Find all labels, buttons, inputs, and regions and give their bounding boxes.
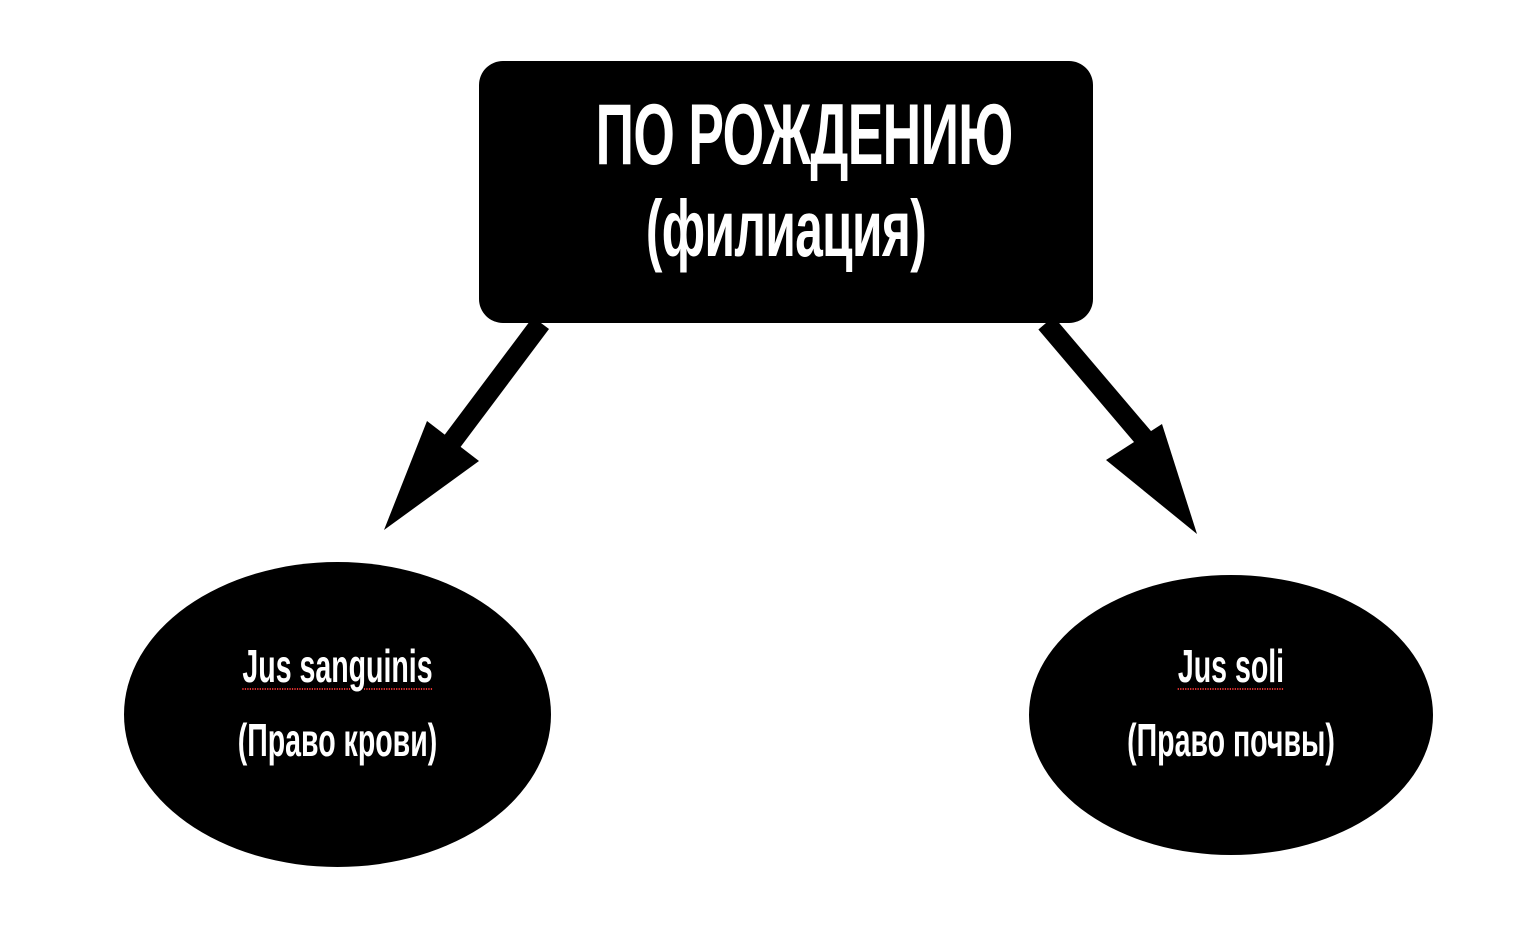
left-node-ellipse: Jus sanguinis (Право крови) [124,562,551,867]
arrow-left [384,317,549,530]
left-node-latin-term: Jus sanguinis [242,640,433,692]
arrow-left-shaft [443,317,549,449]
arrow-left-head [384,421,479,530]
root-node-subtitle: (филиация) [645,184,927,273]
right-node-latin-term: Jus soli [1177,640,1285,692]
right-node-title: Jus soli [1106,638,1356,694]
root-node-title: ПО РОЖДЕНИЮ [595,87,1014,183]
right-node-translation: (Право почвы) [1127,714,1335,766]
arrow-right [1038,316,1197,534]
arrow-right-shaft [1038,316,1156,450]
right-node-ellipse: Jus soli (Право почвы) [1029,575,1433,855]
arrow-right-head [1106,424,1197,534]
left-node-translation: (Право крови) [237,714,438,766]
root-node-box: ПО РОЖДЕНИЮ (филиация) [479,61,1093,323]
left-node-title: Jus sanguinis [205,638,470,694]
